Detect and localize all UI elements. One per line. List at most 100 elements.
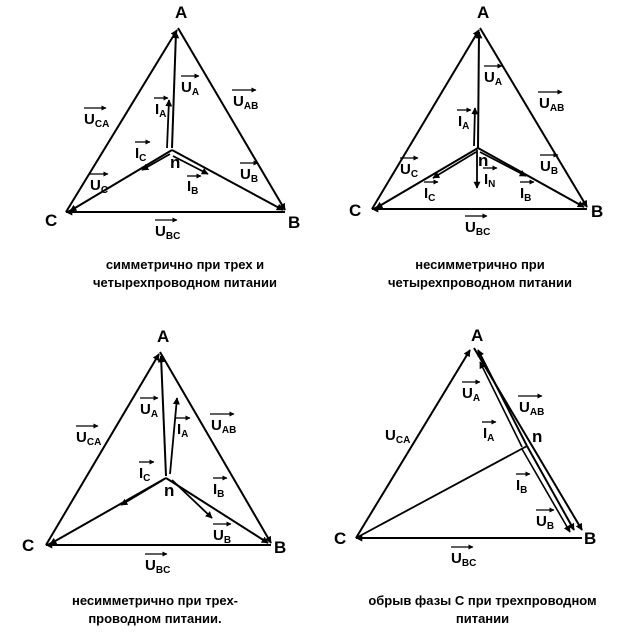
label-uc: UC — [400, 155, 419, 180]
svg-text:UCA: UCA — [385, 427, 410, 446]
label-uca: UCA — [76, 423, 101, 448]
svg-text:UC: UC — [400, 161, 418, 180]
caption-panel-4: обрыв фазы С при трехпроводном питании — [345, 592, 620, 628]
c-to-n-line — [355, 445, 528, 539]
current-ib — [521, 448, 571, 533]
panel-symmetric: A B C n UA UAB UCA IA IC UC IB UB UBC — [45, 3, 300, 242]
vertex-a: A — [157, 327, 169, 346]
caption-panel-3: несимметрично при трех- проводном питани… — [25, 592, 285, 628]
svg-text:UAB: UAB — [211, 417, 236, 436]
vertex-a: A — [471, 326, 483, 345]
svg-text:IN: IN — [484, 171, 495, 190]
label-ub: UB — [540, 152, 559, 177]
side-ca — [371, 29, 480, 210]
svg-text:IB: IB — [520, 185, 531, 204]
svg-text:IC: IC — [135, 145, 146, 164]
svg-text:UA: UA — [181, 79, 199, 98]
vertex-n: n — [478, 151, 488, 170]
svg-text:UBC: UBC — [451, 550, 476, 569]
label-ic: IC — [139, 459, 155, 484]
svg-text:IB: IB — [213, 481, 224, 500]
vertex-a: A — [477, 3, 489, 22]
label-ic: IC — [424, 179, 439, 204]
phase-ua — [477, 349, 528, 447]
vertex-n: n — [532, 427, 542, 446]
caption-line: проводном питании. — [88, 611, 222, 626]
svg-text:UA: UA — [484, 69, 502, 88]
svg-text:UA: UA — [140, 401, 158, 420]
label-ub: UB — [536, 507, 555, 532]
phase-ua — [171, 31, 180, 149]
label-ub: UB — [213, 521, 232, 546]
svg-text:UBC: UBC — [145, 557, 170, 576]
svg-text:IA: IA — [177, 421, 188, 440]
caption-line: несимметрично при — [415, 257, 545, 272]
vertex-b: B — [591, 202, 603, 221]
panel-asymmetric-three-wire: A B C n UA IA UAB UCA IC IB UB UBC — [22, 327, 286, 576]
caption-line: четырехпроводном питании — [92, 275, 277, 290]
phase-ub — [477, 147, 585, 208]
label-ia: IA — [482, 419, 497, 444]
label-uab: UAB — [518, 393, 544, 418]
vertex-c: C — [22, 536, 34, 555]
phase-ua — [475, 31, 483, 149]
label-uab: UAB — [210, 411, 236, 436]
current-ib — [171, 479, 213, 519]
current-ia — [471, 107, 479, 147]
label-ia: IA — [457, 107, 472, 132]
current-ia — [165, 99, 173, 149]
current-ic — [141, 153, 171, 171]
svg-text:IC: IC — [139, 465, 150, 484]
current-ic — [120, 479, 164, 506]
vertex-c: C — [45, 211, 57, 230]
svg-text:UAB: UAB — [519, 399, 544, 418]
caption-panel-1: симметрично при трех и четырехпроводном … — [55, 256, 315, 292]
label-ua: UA — [181, 73, 200, 98]
current-ib — [172, 155, 209, 175]
vertex-a: A — [175, 3, 187, 22]
phase-uc — [69, 149, 173, 212]
vertex-c: C — [349, 201, 361, 220]
label-ua: UA — [462, 379, 481, 404]
caption-line: несимметрично при трех- — [72, 593, 238, 608]
svg-text:IB: IB — [516, 477, 527, 496]
current-ia — [479, 361, 523, 448]
label-in: IN — [483, 165, 498, 190]
current-ib — [479, 151, 527, 177]
caption-line: симметрично при трех и — [105, 257, 265, 272]
label-ubc: UBC — [155, 217, 180, 242]
side-ab — [177, 27, 286, 211]
phase-uc — [375, 147, 479, 209]
label-ib: IB — [516, 471, 531, 496]
label-ia: IA — [176, 415, 191, 440]
label-ib: IB — [520, 179, 535, 204]
label-ub: UB — [240, 160, 259, 185]
svg-text:IA: IA — [155, 101, 166, 120]
svg-text:IC: IC — [424, 185, 435, 204]
svg-text:UAB: UAB — [233, 93, 258, 112]
side-ca — [65, 29, 178, 213]
vertex-c: C — [334, 529, 346, 548]
svg-text:UB: UB — [536, 513, 554, 532]
label-ubc: UBC — [451, 544, 476, 569]
caption-line: обрыв фазы С при трехпроводном — [368, 593, 597, 608]
svg-text:UB: UB — [213, 527, 231, 546]
current-ic — [432, 151, 477, 179]
svg-text:UBC: UBC — [155, 223, 180, 242]
svg-text:IA: IA — [483, 425, 494, 444]
panel-asymmetric-four-wire: A B C n UA UAB IA UC IC IN IB UB UBC — [349, 3, 603, 238]
vertex-n: n — [164, 481, 174, 500]
svg-text:UBC: UBC — [465, 219, 490, 238]
label-uca: UCA — [84, 105, 109, 130]
svg-text:IA: IA — [458, 113, 469, 132]
label-ubc: UBC — [465, 213, 490, 238]
label-ia: IA — [154, 95, 169, 120]
label-uca: UCA — [385, 427, 410, 446]
svg-text:IB: IB — [187, 178, 198, 197]
phase-ub — [165, 477, 269, 544]
svg-text:UB: UB — [540, 158, 558, 177]
label-uab: UAB — [538, 89, 564, 114]
phase-ua — [157, 355, 167, 477]
svg-text:UCA: UCA — [76, 429, 101, 448]
